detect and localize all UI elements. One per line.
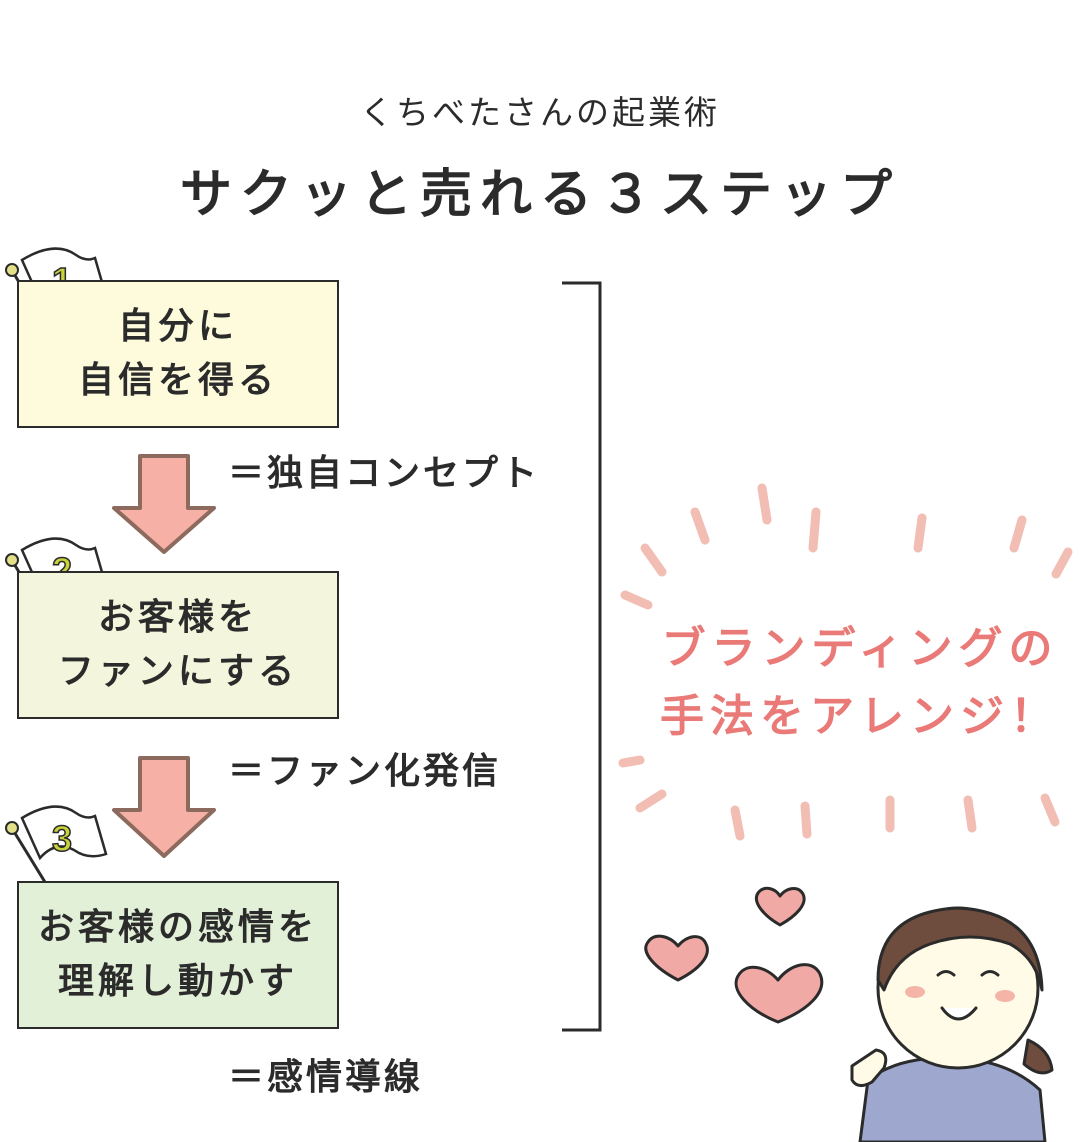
step-1-box: 自分に 自信を得る [17,280,339,428]
step-3-line-1: お客様の感情を [37,907,318,948]
heart-icons [644,886,824,1024]
burst-rays [618,483,1073,841]
step-2-line-1: お客様を [97,597,258,638]
callout-line-1: ブランディングの [661,623,1059,674]
character-cheek-left [905,986,925,998]
flag-3-number: 3 [52,818,72,859]
callout-line-2: 手法をアレンジ！ [660,691,1060,743]
character-eye-right [980,970,1000,977]
character-eye-left [936,970,956,977]
character-illustration [850,906,1054,1142]
flag-3-icon: 3 [5,805,108,901]
character-cheek-right [995,990,1015,1002]
heart-large-icon [734,963,824,1024]
step-1-line-1: 自分に [117,306,238,347]
step-3-result: ＝感情導線 [228,1057,424,1098]
step-1-line-2: 自信を得る [77,360,278,401]
character-hair [876,906,1044,992]
character-ponytail [1022,1038,1054,1075]
heart-top-icon [755,886,806,927]
heart-small-left-icon [644,934,709,982]
bracket [562,281,602,1032]
down-arrow-1-icon [112,454,216,554]
character-mouth [940,1006,978,1021]
character-body [858,1056,1047,1142]
step-2-box: お客様を ファンにする [17,571,339,719]
page-title: サクッと売れる３ステップ [179,165,900,225]
step-1-result: ＝独自コンセプト [228,453,541,494]
step-2-line-2: ファンにする [57,651,299,692]
subtitle: くちべたさんの起業術 [360,93,720,132]
branding-callout: ブランディングの 手法をアレンジ！ [640,615,1080,751]
character-hand [850,1048,888,1087]
step-2-result: ＝ファン化発信 [228,751,502,792]
step-3-line-2: 理解し動かす [57,961,298,1002]
step-3-box: お客様の感情を 理解し動かす [17,881,339,1029]
down-arrow-2-icon [112,756,216,858]
